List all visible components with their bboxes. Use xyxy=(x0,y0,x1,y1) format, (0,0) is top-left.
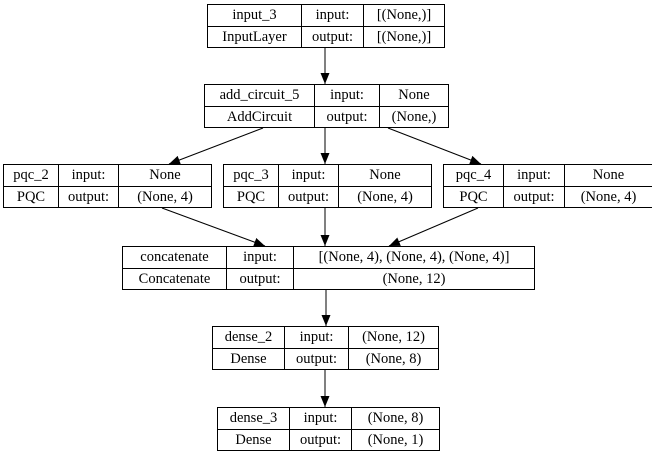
output-label: output: xyxy=(289,429,351,450)
layer-type: PQC xyxy=(444,186,503,207)
layer-name: pqc_2 xyxy=(13,167,49,183)
layer-type: PQC xyxy=(4,186,58,207)
output-shape: (None, 1) xyxy=(351,429,439,450)
layer-name: pqc_3 xyxy=(233,167,269,183)
layer-type: Dense xyxy=(218,429,289,450)
layer-name: input_3 xyxy=(232,7,277,23)
input-shape: [(None,)] xyxy=(363,5,444,26)
input-label: input: xyxy=(278,165,338,186)
output-shape: (None, 4) xyxy=(118,186,211,207)
input-label: input: xyxy=(301,5,363,26)
edge-add-circuit-5-to-pqc-2 xyxy=(168,127,264,165)
input-shape: (None, 8) xyxy=(351,408,439,429)
edge-add-circuit-5-to-pqc-4 xyxy=(387,127,482,165)
input-label: input: xyxy=(58,165,118,186)
input-label: input: xyxy=(226,247,293,268)
node-input-3: input_3 input: [(None,)] InputLayer outp… xyxy=(207,4,445,48)
output-shape: (None, 12) xyxy=(293,268,534,289)
node-pqc-3: pqc_3 input: None PQC output: (None, 4) xyxy=(223,164,432,208)
layer-type: PQC xyxy=(224,186,278,207)
output-shape: (None, 8) xyxy=(348,348,438,369)
output-label: output: xyxy=(278,186,338,207)
input-shape: None xyxy=(564,165,652,186)
input-label: input: xyxy=(314,85,379,106)
layer-name: add_circuit_5 xyxy=(219,87,300,103)
layer-type: InputLayer xyxy=(208,26,301,47)
layer-name: dense_2 xyxy=(224,329,273,345)
node-dense-2: dense_2 input: (None, 12) Dense output: … xyxy=(212,326,439,370)
input-shape: None xyxy=(118,165,211,186)
layer-type: AddCircuit xyxy=(205,106,314,127)
input-shape: [(None, 4), (None, 4), (None, 4)] xyxy=(293,247,534,268)
layer-name: pqc_4 xyxy=(455,167,492,183)
output-label: output: xyxy=(314,106,379,127)
output-shape: (None, 4) xyxy=(564,186,652,207)
node-concatenate: concatenate input: [(None, 4), (None, 4)… xyxy=(122,246,535,290)
edge-pqc-4-to-concatenate xyxy=(388,207,479,247)
layer-type: Concatenate xyxy=(123,268,226,289)
layer-name: concatenate xyxy=(140,249,209,265)
input-shape: None xyxy=(379,85,448,106)
output-label: output: xyxy=(503,186,564,207)
layer-type: Dense xyxy=(213,348,284,369)
input-label: input: xyxy=(289,408,351,429)
input-shape: None xyxy=(338,165,431,186)
output-shape: (None, 4) xyxy=(338,186,431,207)
output-label: output: xyxy=(58,186,118,207)
node-add-circuit-5: add_circuit_5 input: None AddCircuit out… xyxy=(204,84,449,128)
input-shape: (None, 12) xyxy=(348,327,438,348)
output-shape: [(None,)] xyxy=(363,26,444,47)
output-label: output: xyxy=(284,348,348,369)
node-pqc-2: pqc_2 input: None PQC output: (None, 4) xyxy=(3,164,212,208)
layer-name: dense_3 xyxy=(229,410,278,426)
node-pqc-4: pqc_4 input: None PQC output: (None, 4) xyxy=(443,164,652,208)
edge-pqc-2-to-concatenate xyxy=(161,207,266,247)
input-label: input: xyxy=(284,327,348,348)
output-label: output: xyxy=(226,268,293,289)
node-dense-3: dense_3 input: (None, 8) Dense output: (… xyxy=(217,407,440,451)
input-label: input: xyxy=(503,165,564,186)
output-label: output: xyxy=(301,26,363,47)
output-shape: (None,) xyxy=(379,106,448,127)
